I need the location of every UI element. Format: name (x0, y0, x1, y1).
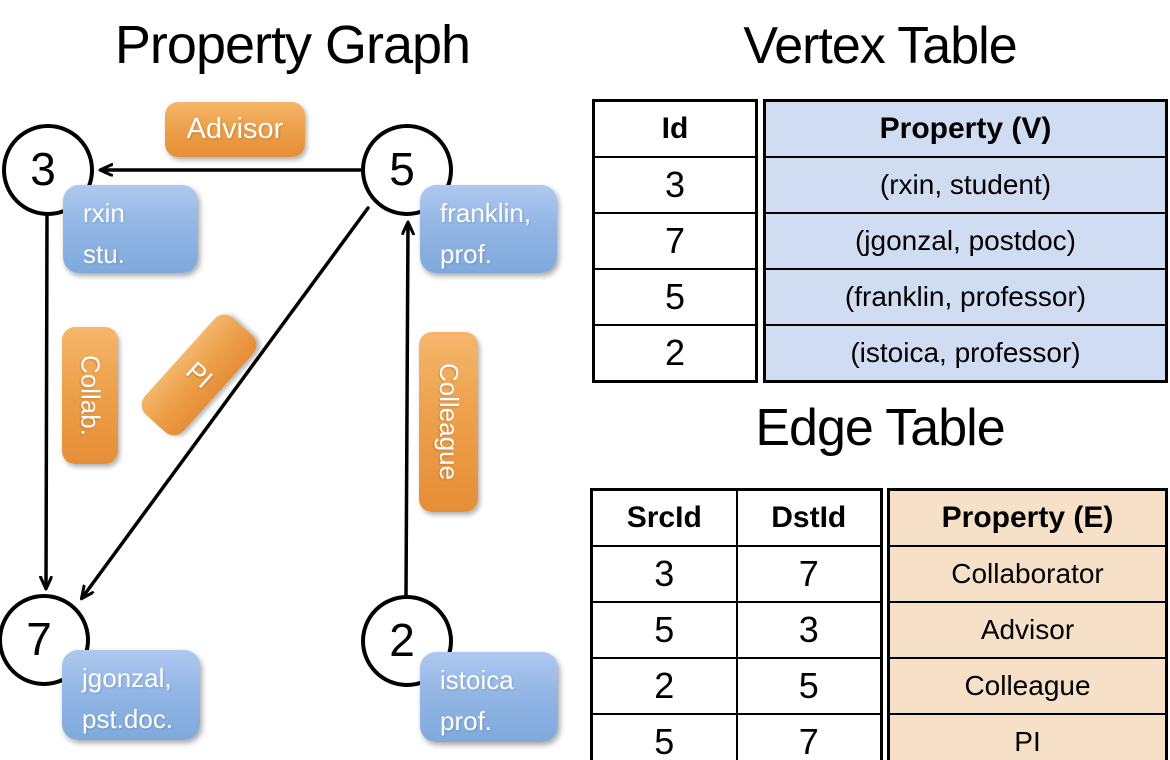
edge-label-colleague-text: Colleague (434, 363, 464, 481)
cell-dstid: 7 (735, 547, 881, 601)
node-property-line1: rxin (83, 198, 125, 228)
node-property-label-jgonzal: jgonzal, pst.doc. (62, 650, 200, 740)
cell-dstid: 5 (735, 659, 881, 713)
node-2-id: 2 (389, 614, 415, 666)
edge-table-title: Edge Table (755, 399, 1005, 457)
cell-srcid: 3 (654, 553, 675, 594)
node-property-line2: prof. (440, 706, 493, 737)
edge-label-colleague: Colleague (419, 332, 478, 512)
edge-table-property-column: Property (E) Collaborator Advisor Collea… (887, 488, 1168, 760)
node-property-label-istoica: istoica prof. (420, 652, 558, 742)
edge-table-header-row: SrcId DstId (593, 491, 880, 545)
vertex-table-header-property: Property (V) (879, 112, 1052, 145)
table-row: 3 (595, 156, 755, 212)
cell-property: (rxin, student) (879, 169, 1052, 200)
edge-label-pi-text: PI (180, 355, 219, 394)
edge-table-header-dstid: DstId (735, 491, 881, 545)
vertex-table-header-id: Id (661, 112, 689, 145)
table-row: (istoica, professor) (766, 324, 1165, 380)
cell-dstid: 7 (735, 715, 881, 760)
table-row: Colleague (890, 657, 1165, 713)
vertex-table-header-row: Id (595, 102, 755, 156)
graph-node-2: 2 (361, 595, 453, 687)
edge-table-header-srcid: SrcId (626, 501, 702, 534)
table-row: 5 7 (593, 713, 880, 760)
cell-id: 2 (664, 332, 686, 373)
table-row: Collaborator (890, 545, 1165, 601)
table-row: PI (890, 713, 1165, 760)
table-row: (jgonzal, postdoc) (766, 212, 1165, 268)
table-row: (franklin, professor) (766, 268, 1165, 324)
node-property-line2: pst.doc. (82, 704, 174, 735)
table-row: 2 5 (593, 657, 880, 713)
edge-label-advisor-text: Advisor (186, 113, 284, 145)
node-property-label-rxin: rxin stu. (63, 185, 198, 273)
edge-table-header-property: Property (E) (941, 501, 1114, 534)
node-property-line2: stu. (83, 239, 125, 270)
node-property-line1: jgonzal, (82, 663, 172, 693)
edge-pi-5-7 (82, 206, 370, 598)
node-property-line2: prof. (440, 239, 493, 270)
edge-collaborator-3-7 (46, 215, 47, 588)
edge-table-header-row: Property (E) (890, 491, 1165, 545)
cell-property: Collaborator (951, 558, 1104, 589)
cell-srcid: 5 (654, 609, 675, 650)
graph-edges (0, 0, 585, 760)
cell-property: (jgonzal, postdoc) (854, 225, 1076, 256)
table-row: 2 (595, 324, 755, 380)
cell-property: Colleague (964, 670, 1091, 701)
table-row: (rxin, student) (766, 156, 1165, 212)
vertex-table-property-column: Property (V) (rxin, student) (jgonzal, p… (763, 99, 1168, 383)
cell-property: Advisor (980, 614, 1075, 645)
table-row: 5 (595, 268, 755, 324)
cell-property: PI (1014, 726, 1041, 757)
cell-property: (franklin, professor) (844, 281, 1087, 312)
node-3-id: 3 (30, 143, 56, 195)
edge-label-advisor: Advisor (165, 102, 305, 157)
property-graph-title: Property Graph (114, 15, 471, 75)
vertex-table-title: Vertex Table (743, 17, 1017, 75)
node-property-line1: franklin, (440, 198, 532, 228)
edge-colleague-2-5 (406, 223, 408, 598)
table-row: 3 7 (593, 545, 880, 601)
node-property-label-franklin: franklin, prof. (420, 185, 557, 273)
cell-id: 5 (664, 276, 686, 317)
node-5-id: 5 (389, 143, 415, 195)
cell-id: 7 (664, 220, 686, 261)
vertex-table-header-row: Property (V) (766, 102, 1165, 156)
vertex-table-id-column: Id 3 7 5 2 (592, 99, 758, 383)
edge-label-collaborator: Collab. (62, 327, 118, 464)
table-row: 7 (595, 212, 755, 268)
cell-srcid: 2 (654, 665, 675, 706)
table-row: Advisor (890, 601, 1165, 657)
table-row: 5 3 (593, 601, 880, 657)
node-7-id: 7 (26, 613, 52, 665)
cell-property: (istoica, professor) (850, 337, 1081, 368)
cell-srcid: 5 (654, 721, 675, 760)
edge-label-collaborator-text: Collab. (75, 355, 106, 436)
node-property-line1: istoica (440, 665, 514, 695)
edge-table-id-columns: SrcId DstId 3 7 5 3 2 5 5 7 (590, 488, 883, 760)
cell-id: 3 (664, 164, 686, 205)
graph-node-5: 5 (361, 124, 453, 216)
cell-dstid: 3 (735, 603, 881, 657)
